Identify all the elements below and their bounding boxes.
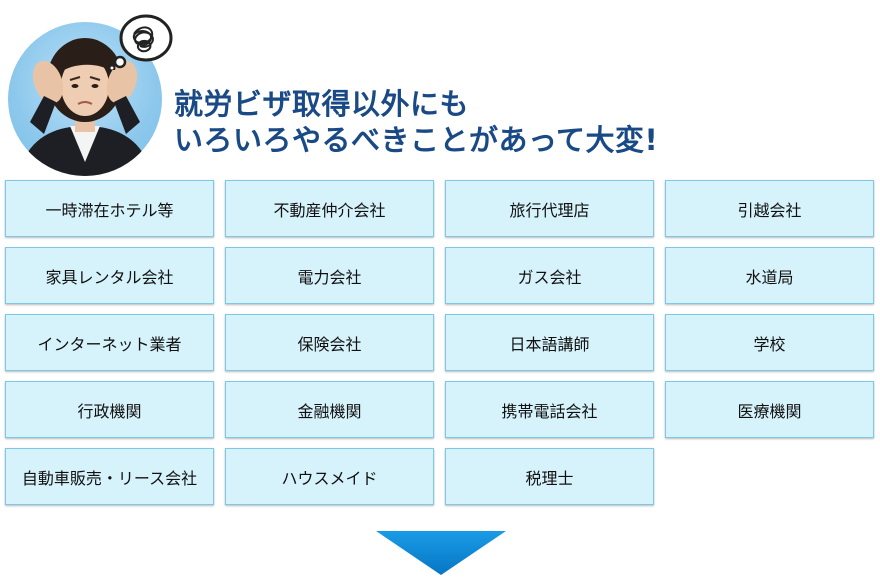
task-cell: 引越会社 <box>665 180 874 237</box>
task-cell: 不動産仲介会社 <box>225 180 434 237</box>
scribble-thought-bubble-icon <box>108 14 173 70</box>
task-cell: 税理士 <box>445 448 654 505</box>
task-cell: 携帯電話会社 <box>445 381 654 438</box>
headline-line-1: 就労ビザ取得以外にも <box>174 87 470 121</box>
task-cell: 水道局 <box>665 247 874 304</box>
task-cell: 電力会社 <box>225 247 434 304</box>
task-cell: 一時滞在ホテル等 <box>5 180 214 237</box>
task-cell: 医療機関 <box>665 381 874 438</box>
task-cell: 学校 <box>665 314 874 371</box>
task-cell: 行政機関 <box>5 381 214 438</box>
task-cell: ハウスメイド <box>225 448 434 505</box>
headline-line-2: いろいろやるべきことがあって大変! <box>174 123 659 157</box>
task-cell: 家具レンタル会社 <box>5 247 214 304</box>
task-cell: ガス会社 <box>445 247 654 304</box>
task-cell: 日本語講師 <box>445 314 654 371</box>
task-cell: 保険会社 <box>225 314 434 371</box>
task-cell: 自動車販売・リース会社 <box>5 448 214 505</box>
task-cell: インターネット業者 <box>5 314 214 371</box>
page-title: 就労ビザ取得以外にも いろいろやるべきことがあって大変! <box>174 86 658 158</box>
task-cell: 旅行代理店 <box>445 180 654 237</box>
task-cell: 金融機関 <box>225 381 434 438</box>
down-triangle-arrow-icon <box>376 531 506 575</box>
